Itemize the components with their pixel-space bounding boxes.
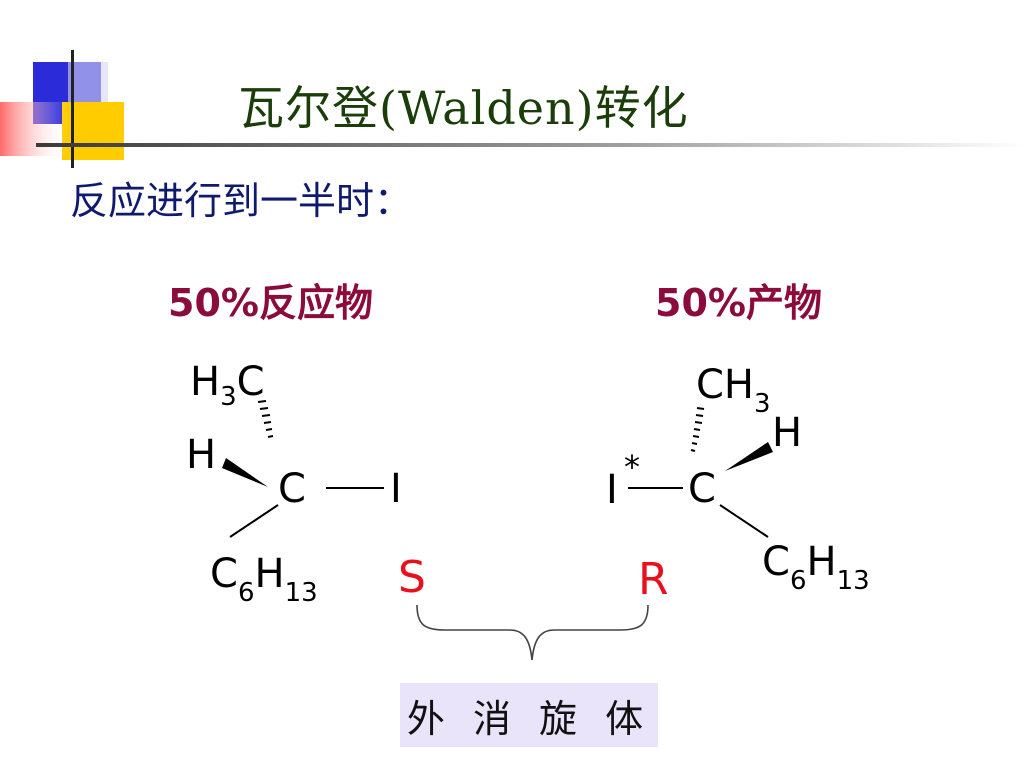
horizontal-rule xyxy=(36,143,1024,147)
left-single-bond-down xyxy=(229,504,279,538)
left-hashed-bond xyxy=(257,400,274,438)
right-hashed-bond xyxy=(690,407,705,452)
left-molecule: H3C H C I C6H13 xyxy=(186,359,402,608)
right-molecule: CH3 H I * C C6H13 xyxy=(606,362,870,596)
right-wedge-bond xyxy=(725,442,773,471)
reactant-label: 50%反应物 xyxy=(168,281,373,325)
right-wedge-group: H xyxy=(772,410,802,456)
s-config-label: S xyxy=(398,552,426,603)
right-left-group: I xyxy=(606,467,618,513)
r-config-label: R xyxy=(638,554,669,605)
left-wedge-bond xyxy=(222,458,268,487)
left-right-group: I xyxy=(390,466,402,512)
left-top-group: H3C xyxy=(190,359,265,412)
light-square xyxy=(68,62,108,102)
page-subtitle: 反应进行到一半时： xyxy=(70,179,413,223)
left-center-carbon: C xyxy=(278,466,306,512)
right-bottom-group: C6H13 xyxy=(762,539,870,596)
left-bottom-group: C6H13 xyxy=(210,551,318,608)
page-title: 瓦尔登(Walden)转化 xyxy=(238,81,689,135)
right-chiral-star: * xyxy=(624,448,640,486)
left-wedge-group: H xyxy=(186,432,216,478)
right-single-bond-down xyxy=(719,504,769,538)
corner-decoration xyxy=(0,50,1024,168)
racemate-label: 外 消 旋 体 xyxy=(400,683,658,747)
product-label: 50%产物 xyxy=(655,281,822,325)
vertical-line xyxy=(71,50,74,168)
right-top-group: CH3 xyxy=(696,362,771,419)
racemate-brace xyxy=(416,604,649,661)
right-center-carbon: C xyxy=(688,466,716,512)
